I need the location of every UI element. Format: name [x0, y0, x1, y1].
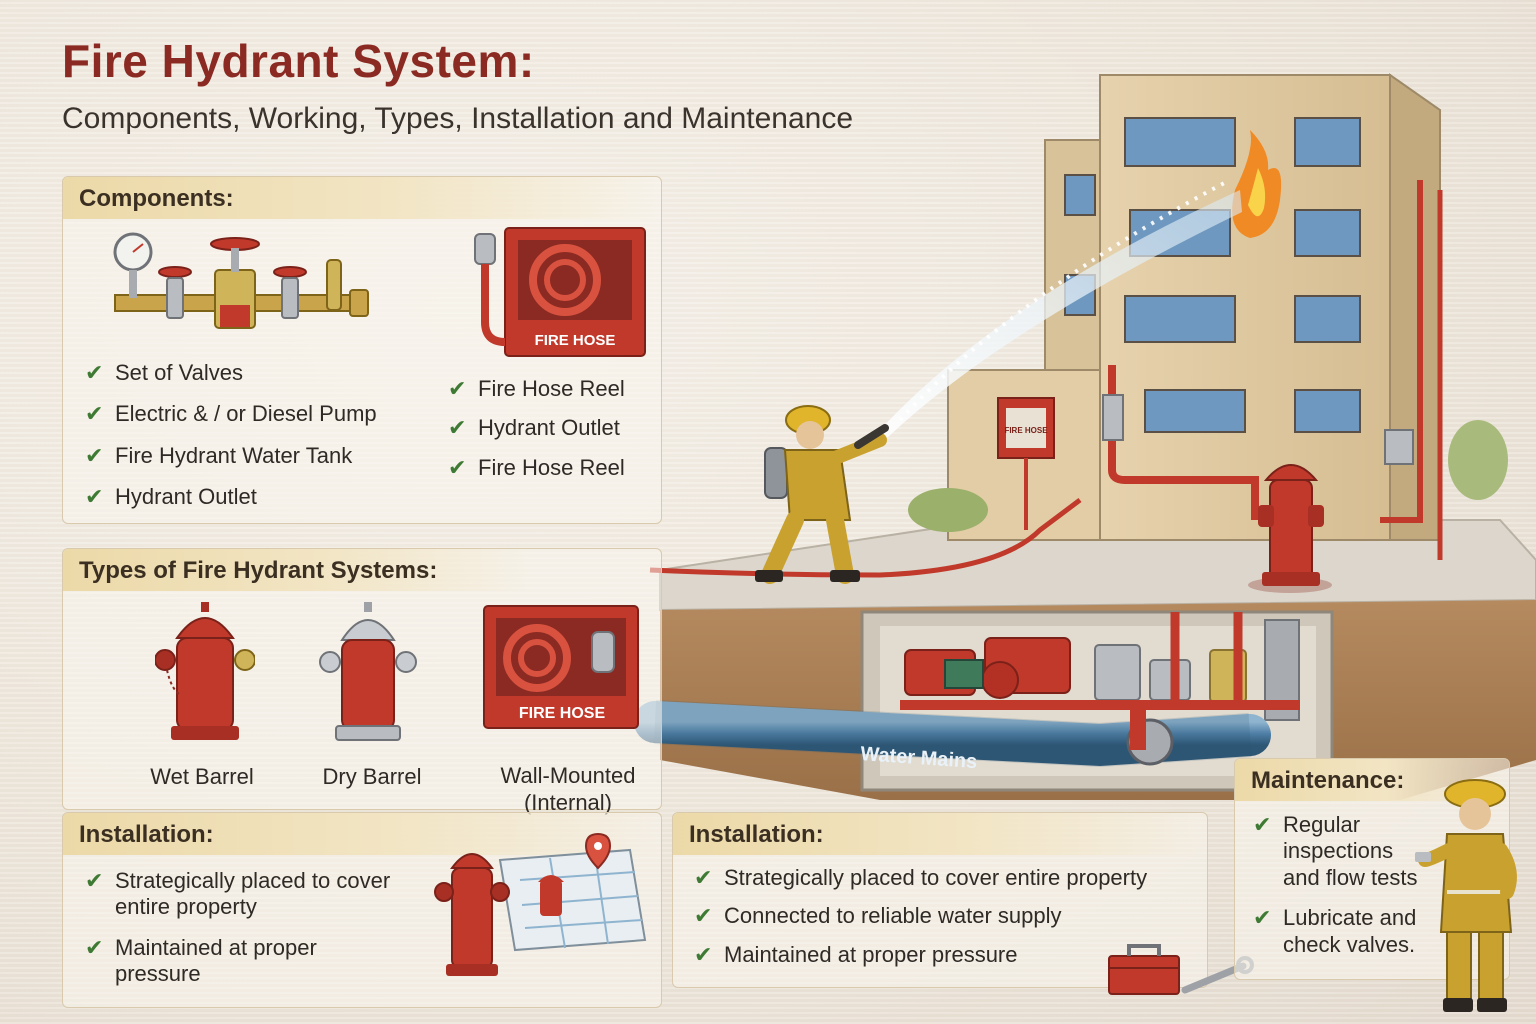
valve-set-icon — [113, 232, 369, 329]
check-icon: ✔ — [694, 865, 713, 890]
list-item: ✔Lubricate and check valves. — [1253, 905, 1417, 957]
wet-barrel-label: Wet Barrel — [150, 764, 254, 789]
check-icon: ✔ — [85, 484, 104, 510]
components-heading: Components: — [63, 177, 661, 219]
list-item: ✔Fire Hose Reel — [448, 376, 625, 401]
installation-list-left: ✔Strategically placed to cover entire pr… — [85, 868, 405, 988]
list-item: ✔Strategically placed to cover entire pr… — [85, 868, 391, 920]
installation-heading-left: Installation: — [63, 813, 661, 855]
types-hose-cabinet-label: FIRE HOSE — [519, 705, 606, 722]
wall-mounted-cabinet-icon: FIRE HOSE — [483, 605, 639, 729]
list-item: ✔Connected to reliable water supply — [694, 903, 1062, 929]
list-item: ✔Set of Valves — [85, 360, 243, 385]
check-icon: ✔ — [1253, 812, 1272, 837]
hose-cabinet-label: FIRE HOSE — [535, 332, 616, 349]
list-item: ✔Hydrant Outlet — [448, 415, 620, 441]
dry-barrel-label: Dry Barrel — [322, 764, 422, 789]
wet-barrel-hydrant-icon — [155, 602, 255, 740]
list-item: ✔Strategically placed to cover entire pr… — [694, 865, 1148, 890]
dry-barrel-hydrant-icon — [319, 602, 417, 741]
maintenance-firefighter-icon — [1415, 779, 1517, 1012]
check-icon: ✔ — [448, 415, 467, 441]
firefighter-icon — [755, 405, 889, 584]
list-item: ✔Fire Hose Reel — [448, 454, 625, 480]
check-icon: ✔ — [85, 868, 104, 893]
hydrant-map-icon — [434, 832, 647, 976]
installation-list-right: ✔Strategically placed to cover entire pr… — [694, 865, 1204, 968]
building-cabinet-label: FIRE HOSE — [1004, 426, 1048, 435]
types-heading: Types of Fire Hydrant Systems: — [63, 549, 533, 591]
check-icon: ✔ — [448, 376, 467, 401]
wall-mounted-label: Wall-Mounted — [500, 763, 636, 788]
list-item: ✔Regular inspections and flow tests — [1253, 812, 1418, 890]
check-icon: ✔ — [694, 903, 713, 929]
check-icon: ✔ — [694, 941, 713, 967]
list-item: ✔Electric & / or Diesel Pump — [85, 401, 377, 427]
check-icon: ✔ — [85, 934, 104, 960]
toolbox-icon — [1108, 944, 1254, 995]
installation-panel-right: Installation: — [672, 812, 1208, 988]
check-icon: ✔ — [85, 442, 104, 468]
maintenance-list: ✔Regular inspections and flow tests ✔Lub… — [1253, 812, 1433, 958]
list-item: ✔Hydrant Outlet — [85, 484, 257, 510]
installation-heading-right: Installation: — [673, 813, 1207, 855]
components-list-left: ✔Set of Valves ✔Electric & / or Diesel P… — [85, 360, 445, 511]
components-list-right: ✔Fire Hose Reel ✔Hydrant Outlet ✔Fire Ho… — [448, 376, 668, 481]
fire-hose-cabinet-icon: FIRE HOSE — [474, 227, 646, 357]
check-icon: ✔ — [85, 360, 104, 385]
check-icon: ✔ — [448, 454, 467, 480]
page-subtitle: Components, Working, Types, Installation… — [62, 102, 854, 135]
street-hydrant-icon — [1248, 464, 1332, 593]
list-item: ✔Maintained at proper pressure — [85, 934, 317, 987]
list-item: ✔Fire Hydrant Water Tank — [85, 442, 353, 468]
check-icon: ✔ — [85, 401, 104, 427]
check-icon: ✔ — [1253, 905, 1272, 931]
page-title: Fire Hydrant System: — [62, 35, 535, 87]
list-item: ✔Maintained at proper pressure — [694, 941, 1018, 967]
wall-mounted-sublabel: (Internal) — [523, 790, 613, 815]
